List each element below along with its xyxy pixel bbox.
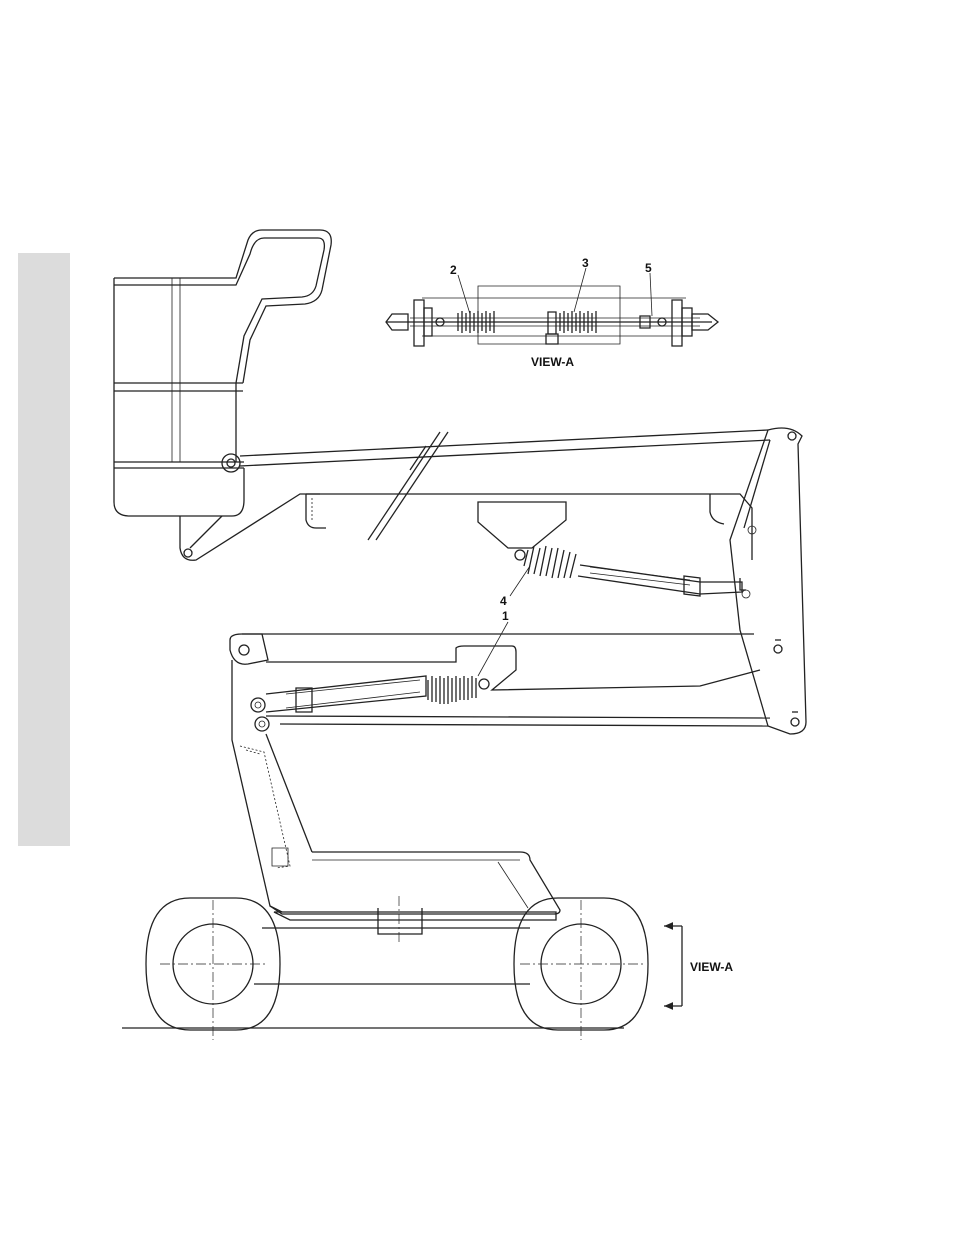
upper-cylinder [515, 546, 742, 596]
section-marker-label: VIEW-A [690, 960, 733, 974]
upper-boom [180, 430, 770, 560]
view-a-detail [386, 268, 718, 346]
callout-1: 1 [502, 609, 509, 623]
callout-3: 3 [582, 256, 589, 270]
leader-1 [478, 622, 508, 676]
platform-basket [114, 230, 331, 516]
bellows-lower [428, 676, 476, 704]
side-plate [730, 428, 806, 734]
right-wheel [514, 898, 648, 1040]
left-wheel [146, 898, 280, 1040]
lower-boom [230, 634, 770, 731]
bellows-upper [524, 546, 576, 578]
callout-4: 4 [500, 594, 507, 608]
leader-4 [510, 566, 530, 596]
callout-2: 2 [450, 263, 457, 277]
view-a-label: VIEW-A [531, 355, 574, 369]
mast [232, 660, 312, 912]
callout-5: 5 [645, 261, 652, 275]
view-a-section-marker [664, 926, 682, 1006]
